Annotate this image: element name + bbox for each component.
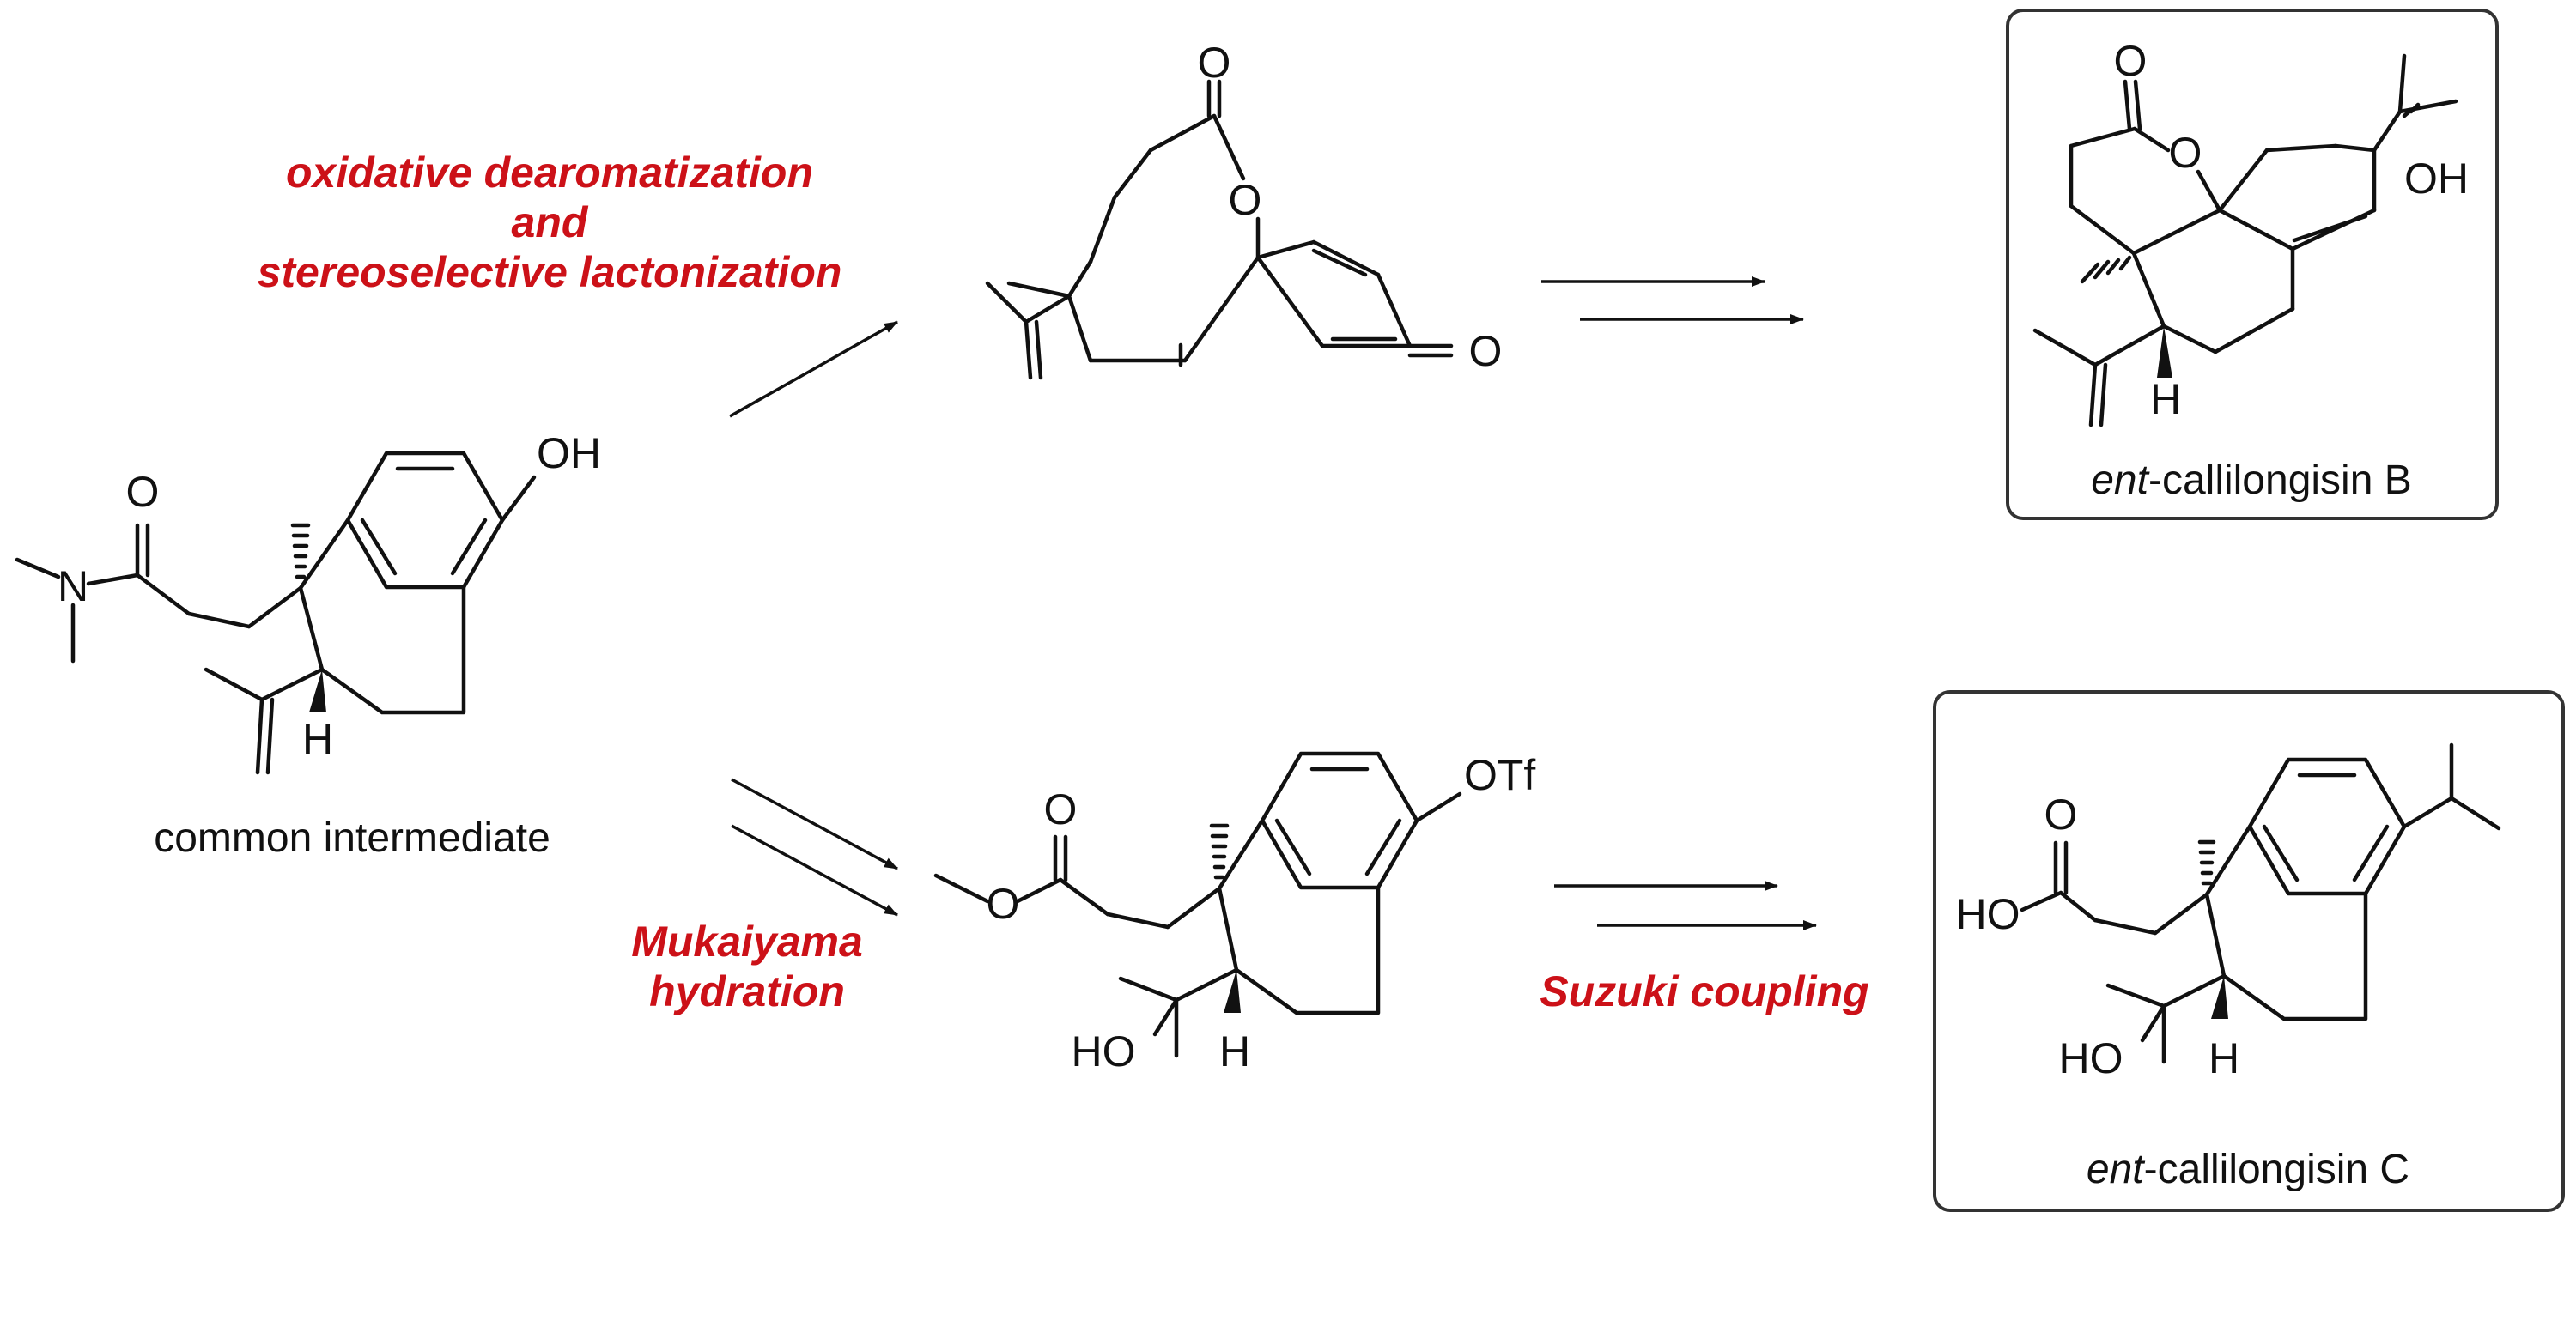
lactone-carbonyl-oxygen: O bbox=[1198, 39, 1231, 87]
condition-suzuki: Suzuki coupling bbox=[1540, 967, 1868, 1015]
lactone-ring-oxygen: O bbox=[1229, 176, 1262, 224]
carbonyl-oxygen-label: O bbox=[126, 468, 160, 516]
amide-nitrogen-label: N bbox=[58, 562, 88, 610]
lactone-dienone-structure bbox=[985, 79, 1454, 380]
product-b-box bbox=[2006, 9, 2499, 520]
common-intermediate-structure bbox=[15, 451, 537, 775]
dienone-oxygen: O bbox=[1469, 327, 1503, 375]
start-caption: common intermediate bbox=[154, 815, 550, 861]
arrow-to-lactone bbox=[729, 320, 898, 418]
product-c-structure bbox=[2020, 742, 2501, 1064]
hydroxyl-label: OH bbox=[537, 429, 601, 477]
tertiary-hydroxyl-label: HO bbox=[1072, 1027, 1136, 1076]
product-c-box bbox=[1933, 690, 2565, 1212]
top-route-conditions: oxidative dearomatization and stereosele… bbox=[258, 148, 842, 296]
product-b-structure bbox=[2032, 53, 2458, 427]
product-b-hydrogen: H bbox=[2150, 375, 2181, 423]
bottom-route-conditions: Mukaiyama hydration bbox=[631, 918, 863, 1015]
product-b-carbonyl-oxygen: O bbox=[2114, 37, 2148, 85]
product-b-name: ent-callilongisin B bbox=[2091, 458, 2412, 503]
ester-oxygen: O bbox=[987, 880, 1020, 928]
condition-mukaiyama: Mukaiyama bbox=[631, 918, 863, 966]
triflate-ester-structure bbox=[933, 751, 1462, 1058]
acid-carbonyl-oxygen: O bbox=[2044, 791, 2078, 839]
triflate-label: OTf bbox=[1464, 751, 1535, 799]
product-b-ring-oxygen: O bbox=[2169, 129, 2202, 177]
product-c-tertiary-hydroxyl: HO bbox=[2059, 1034, 2123, 1082]
condition-line-1: oxidative dearomatization bbox=[286, 148, 813, 197]
stereo-hydrogen-label: H bbox=[302, 715, 333, 763]
ester-carbonyl-oxygen: O bbox=[1044, 785, 1078, 833]
condition-line-2: and bbox=[512, 198, 589, 246]
arrow-to-triflate-2 bbox=[731, 824, 898, 917]
condition-hydration: hydration bbox=[649, 967, 845, 1015]
product-c-name: ent-callilongisin C bbox=[2087, 1147, 2409, 1192]
product-b-hydroxyl: OH bbox=[2404, 155, 2469, 203]
condition-line-3: stereoselective lactonization bbox=[258, 248, 842, 296]
product-c-hydrogen: H bbox=[2208, 1034, 2239, 1082]
acid-hydroxyl-label: HO bbox=[1956, 890, 2020, 938]
arrow-to-triflate-1 bbox=[731, 778, 898, 870]
triflate-hydrogen-label: H bbox=[1219, 1027, 1250, 1076]
